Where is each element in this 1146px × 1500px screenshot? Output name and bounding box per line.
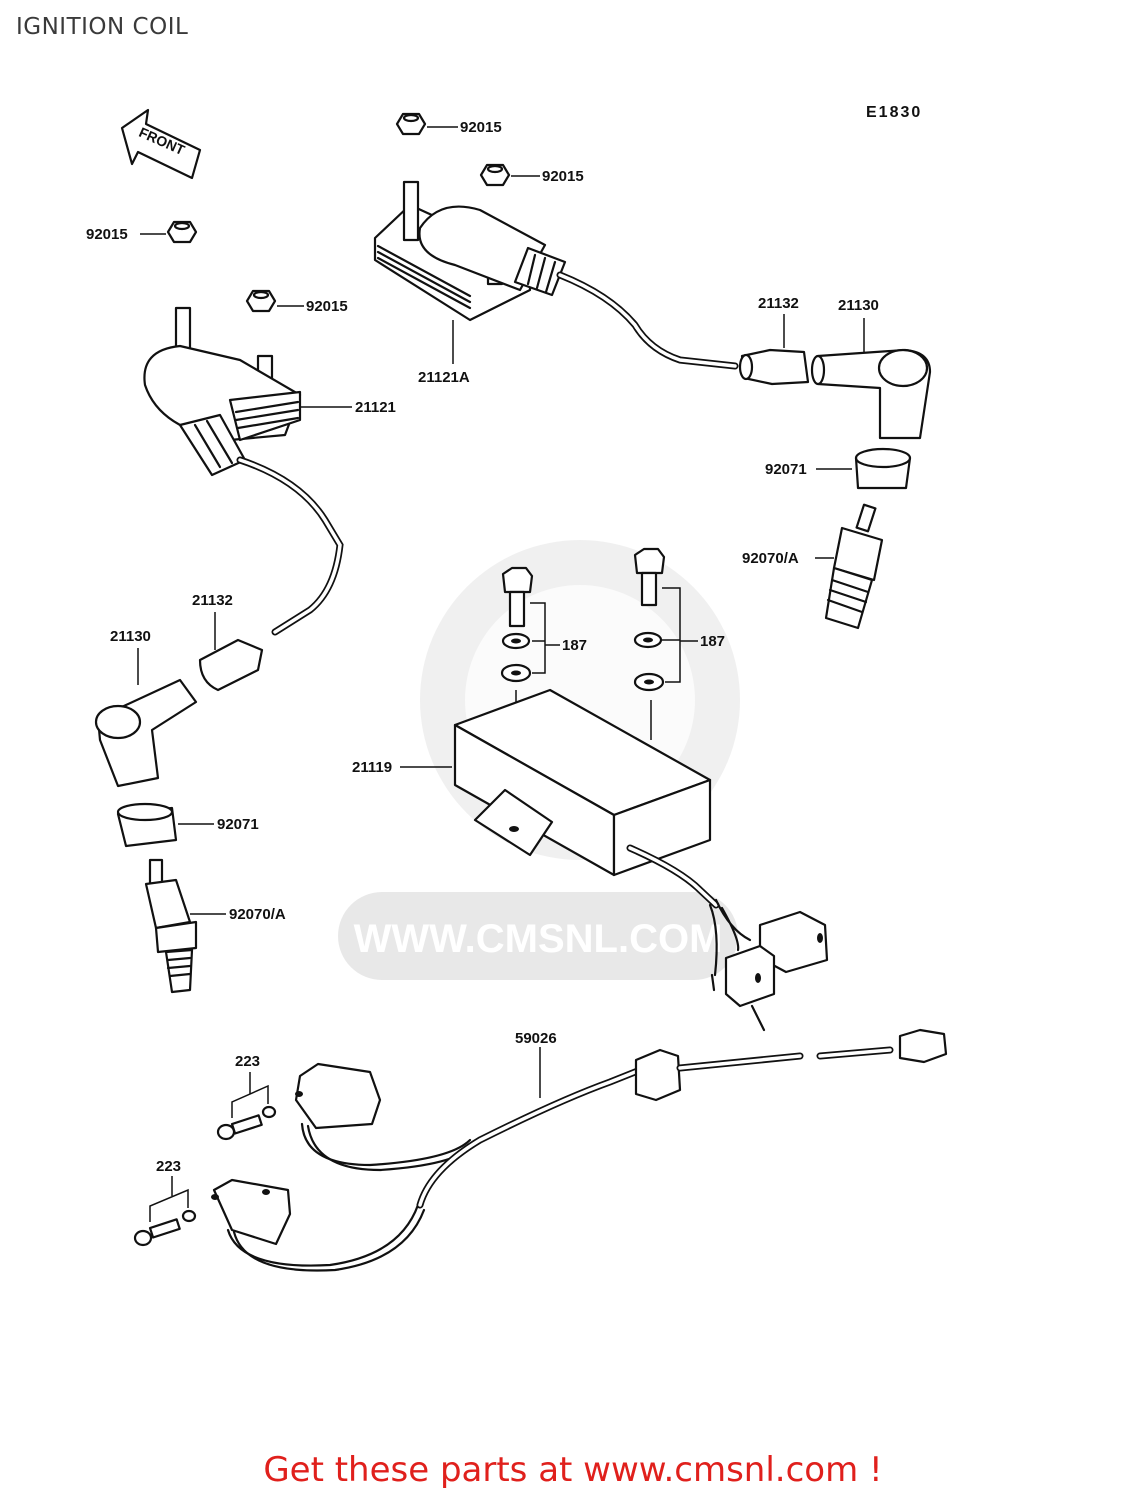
bolt-set-187-left: 187 — [500, 566, 587, 826]
label-21121: 21121 — [355, 399, 396, 416]
label-223-upper: 223 — [235, 1053, 260, 1070]
label-21132-right: 21132 — [758, 295, 799, 312]
nut-92015-mid: 92015 — [245, 289, 348, 315]
label-21130-right: 21130 — [838, 297, 879, 314]
sleeve-21132-right: 21132 — [738, 295, 810, 386]
label-21130-left: 21130 — [110, 628, 151, 645]
plug-cap-21130-right: 21130 — [810, 297, 932, 440]
nut-92015-top-right: 92015 — [479, 163, 584, 187]
spark-plug-92070A-left: 92070/A — [144, 858, 286, 994]
bolt-set-187-right: 187 — [633, 547, 725, 740]
label-92015-top: 92015 — [460, 119, 502, 136]
label-21132-left: 21132 — [192, 592, 233, 609]
label-92015-top-right: 92015 — [542, 168, 584, 185]
diagram-code: E1830 — [866, 104, 922, 121]
nut-92015-top: 92015 — [395, 112, 502, 136]
label-92015-mid: 92015 — [306, 298, 348, 315]
screw-223-upper: 223 — [216, 1053, 277, 1141]
igniter-unit-21119: 21119 — [352, 688, 829, 1032]
label-187-right: 187 — [700, 633, 725, 650]
label-187-left: 187 — [562, 637, 587, 654]
pickup-coil-harness-59026: 59026 — [211, 1028, 948, 1272]
sleeve-21132-left: 21132 — [192, 592, 264, 692]
screw-223-lower: 223 — [133, 1158, 197, 1247]
label-59026: 59026 — [515, 1030, 557, 1047]
label-92071-right: 92071 — [765, 461, 807, 478]
label-92070A-left: 92070/A — [229, 906, 286, 923]
watermark-text: WWW.CMSNL.COM — [354, 917, 723, 961]
spark-plug-92070A-right: 92070/A — [742, 503, 884, 630]
plug-cap-21130-left: 21130 — [94, 628, 198, 788]
label-223-lower: 223 — [156, 1158, 181, 1175]
label-92015-left: 92015 — [86, 226, 128, 243]
front-arrow-icon: FRONT — [120, 108, 202, 180]
label-92071-left: 92071 — [217, 816, 259, 833]
seal-92071-right: 92071 — [765, 447, 912, 490]
footer-banner[interactable]: Get these parts at www.cmsnl.com ! — [263, 1450, 883, 1490]
label-21119: 21119 — [352, 759, 392, 776]
seal-92071-left: 92071 — [116, 802, 259, 848]
label-21121A: 21121A — [418, 369, 470, 386]
ignition-coil-21121A: 21121A — [373, 180, 739, 386]
page-title: IGNITION COIL — [16, 14, 189, 40]
nut-92015-left: 92015 — [86, 220, 198, 244]
ignition-coil-21121: 21121 — [143, 306, 396, 636]
label-92070A-right: 92070/A — [742, 550, 799, 567]
